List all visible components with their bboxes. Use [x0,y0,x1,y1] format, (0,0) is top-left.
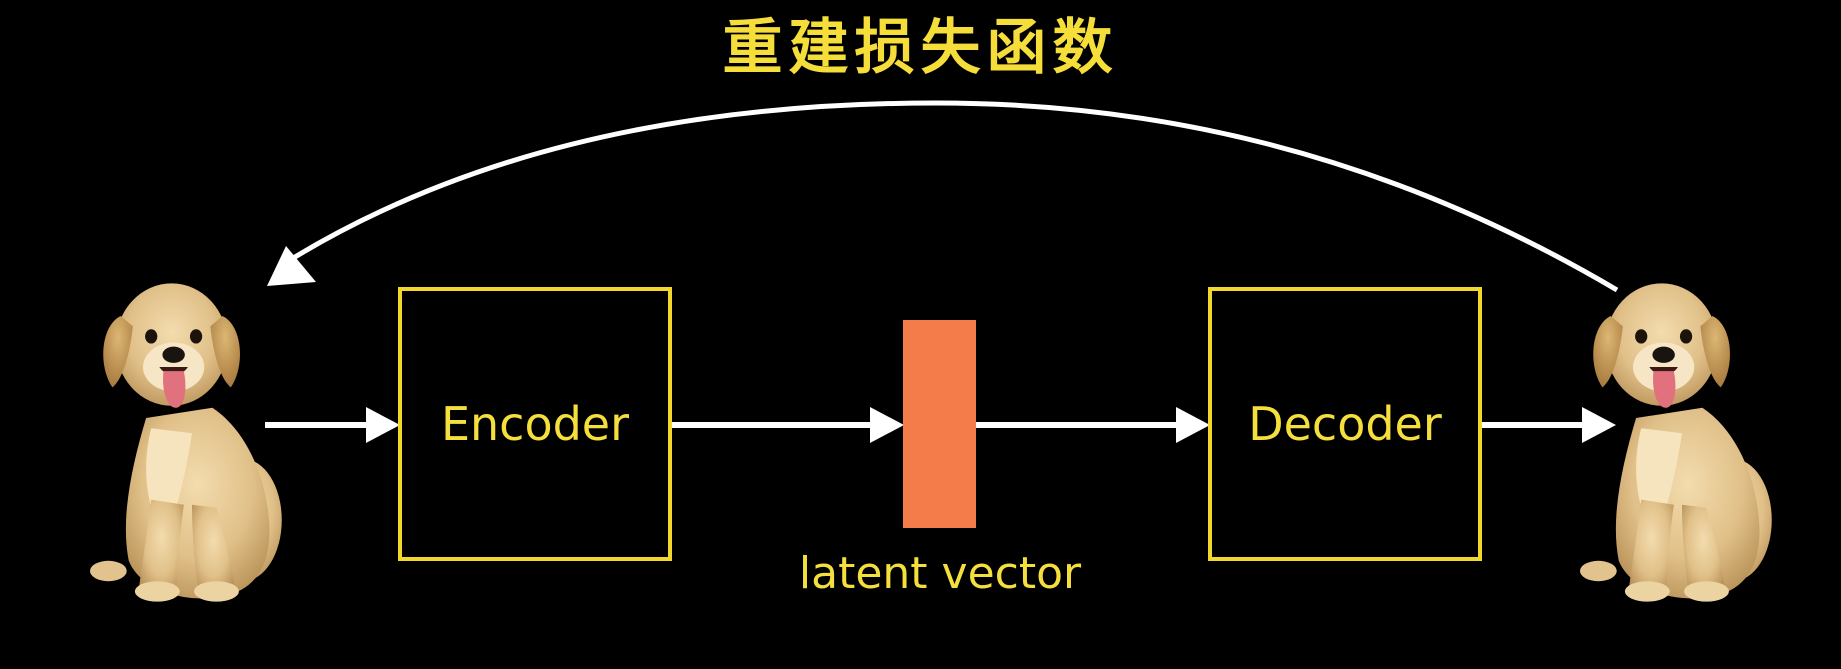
latent-vector-label: latent vector [798,548,1082,599]
arrow-latent-to-decoder [976,407,1210,443]
decoder-box: Decoder [1208,287,1482,561]
arrow-encoder-to-latent [672,407,904,443]
latent-vector-bar [903,320,976,528]
output-dog-image [1580,283,1772,602]
encoder-box: Encoder [398,287,672,561]
reconstruction-loss-title: 重建损失函数 [722,13,1119,83]
arrow-decoder-to-output [1482,407,1616,443]
arrow-input-to-encoder [265,407,400,443]
input-dog-image [90,283,282,602]
decoder-label: Decoder [1248,397,1442,451]
arc-arrowhead [267,246,316,286]
reconstruction-loss-arc [267,100,1619,293]
encoder-label: Encoder [440,397,630,451]
